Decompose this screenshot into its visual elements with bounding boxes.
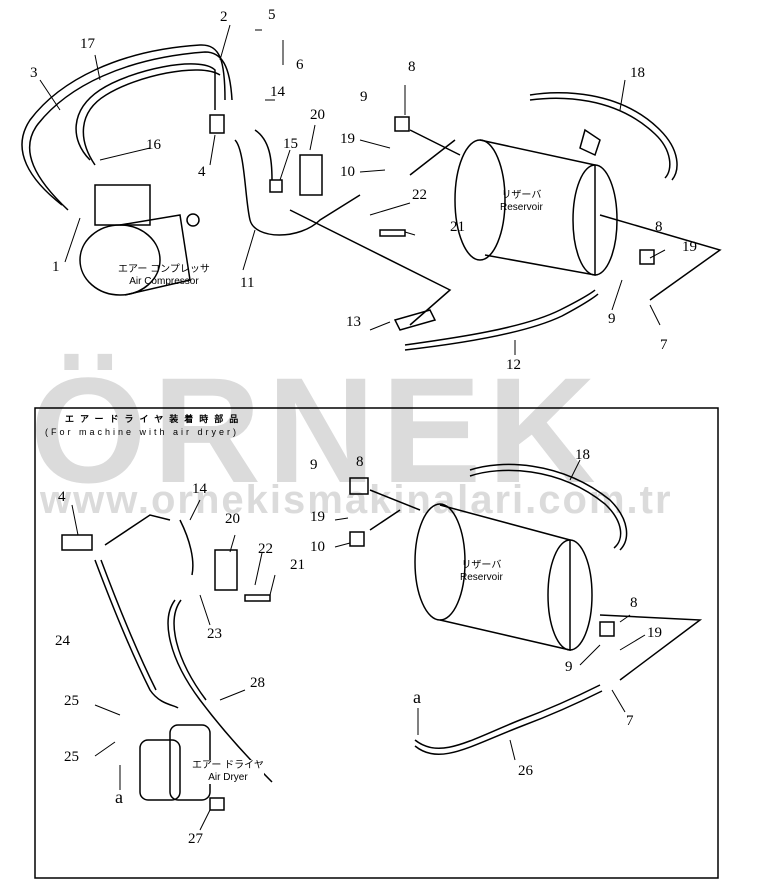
upper-reservoir-label-en: Reservoir xyxy=(500,202,543,213)
part-label: 12 xyxy=(506,357,521,373)
air-dryer-section-frame xyxy=(34,407,719,879)
part-label: 7 xyxy=(660,337,668,353)
air-dryer xyxy=(61,477,615,811)
air-compressor-label-jp: エアー コンプレッサ xyxy=(118,264,210,275)
part-label: 17 xyxy=(80,36,95,52)
leader-lines xyxy=(39,24,666,831)
part-label: 10 xyxy=(310,539,325,555)
part-label: 24 xyxy=(55,633,70,649)
upper-reservoir xyxy=(454,128,618,276)
part-label: 23 xyxy=(207,626,222,642)
lower-reservoir xyxy=(414,503,593,651)
part-label: 26 xyxy=(518,763,533,779)
part-label: 21 xyxy=(290,557,305,573)
section-header-en: (For machine with air dryer) xyxy=(45,427,240,437)
part-label: 22 xyxy=(258,541,273,557)
part-label: 19 xyxy=(682,239,697,255)
watermark-brand: ÖRNEK xyxy=(30,346,602,514)
part-label: 3 xyxy=(30,65,38,81)
part-label: 9 xyxy=(310,457,318,473)
upper-fittings xyxy=(209,114,655,331)
air-dryer-label-en: Air Dryer xyxy=(208,772,248,783)
part-label: 16 xyxy=(146,137,161,153)
part-label: 21 xyxy=(450,219,465,235)
part-label: 25 xyxy=(64,693,79,709)
part-label: 7 xyxy=(626,713,634,729)
watermark-url: www.ornekismakinalari.com.tr xyxy=(40,478,673,522)
part-label: 13 xyxy=(346,314,361,330)
part-label: 20 xyxy=(310,107,325,123)
part-label: 1 xyxy=(52,259,60,275)
part-label: 25 xyxy=(64,749,79,765)
connector-ref-a: a xyxy=(115,787,123,807)
connector-ref-a: a xyxy=(413,687,421,707)
part-label: 6 xyxy=(296,57,304,73)
part-label: 8 xyxy=(630,595,638,611)
part-label: 15 xyxy=(283,136,298,152)
part-label: 27 xyxy=(188,831,203,847)
part-label: 22 xyxy=(412,187,427,203)
part-label: 18 xyxy=(630,65,645,81)
air-compressor xyxy=(79,184,200,296)
part-label: 18 xyxy=(575,447,590,463)
section-header-jp: エアードライヤ装着時部品 xyxy=(65,414,245,424)
part-label: 19 xyxy=(340,131,355,147)
part-label: 19 xyxy=(647,625,662,641)
part-label: 8 xyxy=(408,59,416,75)
part-label: 4 xyxy=(198,164,206,180)
part-label: 20 xyxy=(225,511,240,527)
part-label: 9 xyxy=(360,89,368,105)
air-compressor-label-en: Air Compressor xyxy=(129,276,199,287)
part-label: 14 xyxy=(192,481,207,497)
part-label: 5 xyxy=(268,7,276,23)
part-label: 10 xyxy=(340,164,355,180)
part-label: 4 xyxy=(58,489,66,505)
part-label: 8 xyxy=(655,219,663,235)
part-label: 19 xyxy=(310,509,325,525)
air-dryer-label-jp: エアー ドライヤ xyxy=(192,760,264,771)
part-label: 8 xyxy=(356,454,364,470)
upper-reservoir-label-jp: リザーバ xyxy=(501,190,542,201)
part-label: 2 xyxy=(220,9,228,25)
upper-piping xyxy=(21,44,722,351)
lower-reservoir-label-jp: リザーバ xyxy=(461,560,502,571)
part-label: 9 xyxy=(608,311,616,327)
part-label: 28 xyxy=(250,675,265,691)
lower-reservoir-label-en: Reservoir xyxy=(460,572,503,583)
lower-piping xyxy=(94,463,703,783)
part-label: 11 xyxy=(240,275,255,291)
part-label: 14 xyxy=(270,84,285,100)
part-label: 9 xyxy=(565,659,573,675)
